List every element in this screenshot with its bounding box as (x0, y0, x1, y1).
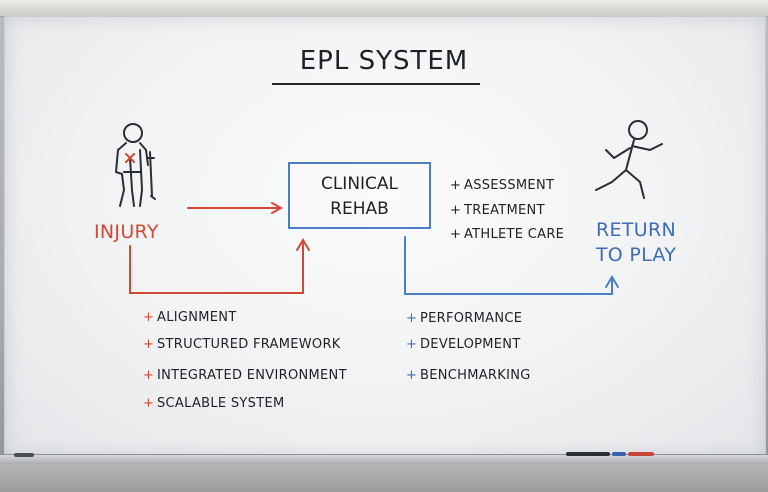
bullet-plus: + (143, 368, 155, 383)
left-bullet-text: STRUCTURED FRAMEWORK (157, 337, 341, 352)
left-bullet: +STRUCTURED FRAMEWORK (143, 337, 341, 352)
rehab-bullet: +TREATMENT (450, 203, 545, 218)
injury-label: INJURY (94, 221, 159, 243)
rehab-bullet: +ATHLETE CARE (450, 227, 564, 242)
bullet-plus: + (143, 310, 155, 325)
rehab-box-line2: REHAB (330, 199, 389, 219)
rehab-bullet-text: ATHLETE CARE (464, 227, 565, 242)
bullet-plus: + (406, 311, 418, 326)
left-bullet: +SCALABLE SYSTEM (143, 396, 284, 411)
right-bullet-text: PERFORMANCE (420, 311, 523, 326)
return-label-line2: TO PLAY (595, 244, 677, 266)
right-bullet-text: BENCHMARKING (420, 368, 531, 383)
title-underline (272, 83, 480, 85)
bullet-plus: + (406, 337, 418, 352)
red-marker (628, 452, 654, 456)
bullet-plus: + (406, 368, 418, 383)
left-bullet-text: SCALABLE SYSTEM (157, 396, 285, 411)
left-bullet: +INTEGRATED ENVIRONMENT (143, 368, 347, 383)
rehab-bullet: +ASSESSMENT (450, 178, 554, 193)
diagram-title: EPL SYSTEM (299, 46, 469, 76)
injury-to-rehab-arrow (187, 202, 284, 214)
bullet-plus: + (450, 203, 462, 218)
left-bullet: +ALIGNMENT (143, 310, 237, 325)
wall-below-board (0, 464, 768, 492)
eraser (14, 453, 34, 457)
right-bullet: +PERFORMANCE (406, 311, 522, 326)
left-bullet-text: INTEGRATED ENVIRONMENT (157, 368, 347, 383)
left-bullet-text: ALIGNMENT (157, 310, 237, 325)
injured-person-icon (115, 123, 156, 207)
rehab-to-return-arrow (404, 236, 619, 295)
bullet-plus: + (143, 396, 155, 411)
bullet-plus: + (450, 178, 462, 193)
black-marker (566, 452, 610, 456)
running-person-icon (595, 120, 663, 199)
right-bullet-text: DEVELOPMENT (420, 337, 521, 352)
recovery-loop-arrow (129, 238, 310, 294)
bullet-plus: + (143, 337, 155, 352)
whiteboard (4, 16, 766, 458)
clinical-rehab-box: CLINICAL REHAB (288, 162, 431, 229)
right-bullet: +DEVELOPMENT (406, 337, 521, 352)
return-label-line1: RETURN (596, 219, 676, 241)
blue-marker (612, 452, 626, 456)
rehab-bullet-text: ASSESSMENT (464, 178, 555, 193)
rehab-bullet-text: TREATMENT (464, 203, 545, 218)
bullet-plus: + (450, 227, 462, 242)
marker-tray (0, 454, 768, 465)
rehab-box-line1: CLINICAL (320, 174, 399, 194)
right-bullet: +BENCHMARKING (406, 368, 531, 383)
